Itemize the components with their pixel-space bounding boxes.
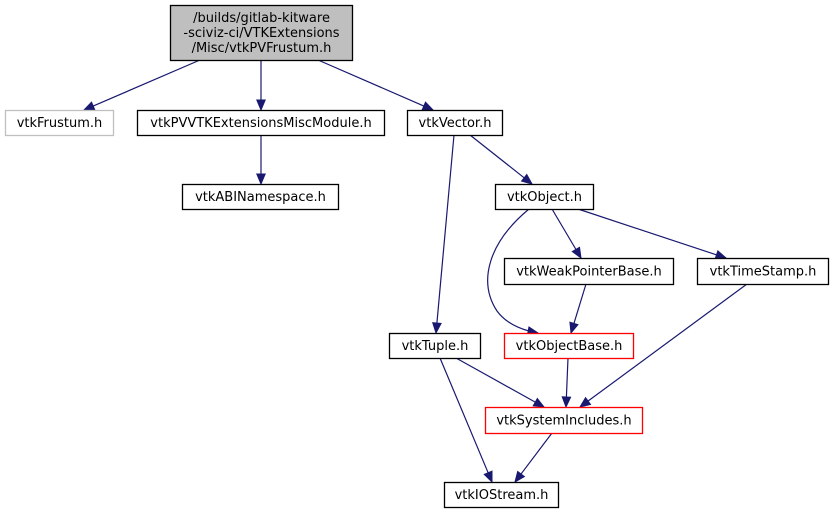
edge-line — [317, 59, 434, 111]
edge-line — [579, 283, 748, 408]
node-vtkFrustum[interactable]: vtkFrustum.h — [4, 109, 115, 137]
node-vtkTimeStamp[interactable]: vtkTimeStamp.h — [696, 257, 830, 286]
arrowhead-icon — [571, 246, 582, 260]
node-label: vtkSystemIncludes.h — [496, 414, 631, 429]
node-vtkSystemIncludes[interactable]: vtkSystemIncludes.h — [484, 406, 644, 435]
node-vtkVector[interactable]: vtkVector.h — [406, 109, 504, 137]
node-box — [406, 109, 504, 137]
edge-root-to-vtkVector — [317, 59, 435, 111]
arrowhead-icon — [532, 397, 546, 408]
edge-line — [439, 357, 493, 483]
node-vtkTuple[interactable]: vtkTuple.h — [388, 332, 482, 360]
node-label: vtkPVVTKExtensionsMiscModule.h — [150, 116, 371, 131]
node-box — [136, 109, 386, 137]
node-label: vtkFrustum.h — [17, 116, 103, 131]
node-root[interactable]: /builds/gitlab-kitware-sciviz-ci/VTKExte… — [169, 4, 354, 62]
node-label: /Misc/vtkPVFrustum.h — [192, 41, 332, 56]
node-box — [696, 257, 830, 286]
edge-line — [455, 357, 545, 408]
edge-root-to-vtkFrustum — [82, 59, 201, 111]
node-label: vtkWeakPointerBase.h — [516, 265, 662, 280]
edge-line — [469, 134, 533, 185]
edge-vtkVector-to-vtkTuple — [432, 134, 455, 335]
edge-vtkTuple-to-vtkIOStream — [439, 357, 493, 484]
node-vtkIOStream[interactable]: vtkIOStream.h — [443, 481, 560, 509]
node-label: /builds/gitlab-kitware — [193, 11, 330, 26]
arrowhead-icon — [514, 470, 526, 484]
node-box — [503, 332, 635, 360]
node-box — [4, 109, 115, 137]
node-vtkObject[interactable]: vtkObject.h — [494, 183, 595, 211]
arrowhead-icon — [483, 470, 493, 484]
arrowhead-icon — [714, 249, 728, 260]
edge-vtkPVVTKExtensionsMiscModule-to-vtkABINamespace — [256, 135, 266, 186]
node-label: vtkVector.h — [419, 116, 492, 131]
edges-layer — [82, 59, 748, 484]
arrowhead-icon — [561, 396, 572, 409]
node-label: vtkABINamespace.h — [195, 190, 326, 205]
edge-line — [565, 357, 569, 408]
edge-vtkObject-to-vtkTimeStamp — [577, 208, 728, 260]
node-label: vtkIOStream.h — [455, 488, 549, 503]
arrowhead-icon — [569, 321, 579, 335]
node-label: -sciviz-ci/VTKExtensions — [183, 26, 339, 41]
arrowhead-icon — [256, 173, 266, 186]
node-box — [503, 257, 675, 286]
edge-vtkObject-to-vtkWeakPointerBase — [551, 208, 582, 260]
arrowhead-icon — [82, 101, 96, 111]
node-box — [181, 183, 340, 211]
edge-vtkTimeStamp-to-vtkSystemIncludes — [578, 283, 748, 408]
node-box — [388, 332, 482, 360]
arrowhead-icon — [432, 322, 442, 335]
node-vtkABINamespace[interactable]: vtkABINamespace.h — [181, 183, 340, 211]
edge-vtkVector-to-vtkObject — [469, 134, 534, 185]
node-box — [169, 4, 354, 62]
arrowhead-icon — [256, 99, 266, 112]
node-box — [484, 406, 644, 435]
node-label: vtkObject.h — [507, 190, 582, 205]
edge-line — [487, 208, 539, 334]
node-box — [443, 481, 560, 509]
node-label: vtkObjectBase.h — [516, 339, 623, 354]
node-box — [494, 183, 595, 211]
edge-root-to-vtkPVVTKExtensionsMiscModule — [256, 60, 266, 112]
node-vtkPVVTKExtensionsMiscModule[interactable]: vtkPVVTKExtensionsMiscModule.h — [136, 109, 386, 137]
edge-vtkWeakPointerBase-to-vtkObjectBase — [569, 283, 587, 335]
arrowhead-icon — [578, 396, 592, 408]
node-vtkObjectBase[interactable]: vtkObjectBase.h — [503, 332, 635, 360]
node-vtkWeakPointerBase[interactable]: vtkWeakPointerBase.h — [503, 257, 675, 286]
edge-vtkObjectBase-to-vtkSystemIncludes — [561, 357, 572, 409]
edge-line — [435, 134, 455, 334]
edge-line — [83, 59, 201, 111]
edge-vtkTuple-to-vtkSystemIncludes — [455, 357, 546, 408]
edge-line — [570, 283, 587, 334]
arrowhead-icon — [520, 173, 534, 185]
node-label: vtkTuple.h — [402, 339, 469, 354]
node-label: vtkTimeStamp.h — [710, 265, 817, 280]
nodes-layer: /builds/gitlab-kitware-sciviz-ci/VTKExte… — [4, 4, 830, 509]
edge-line — [577, 208, 727, 259]
arrowhead-icon — [421, 101, 435, 111]
edge-vtkSystemIncludes-to-vtkIOStream — [514, 432, 553, 484]
